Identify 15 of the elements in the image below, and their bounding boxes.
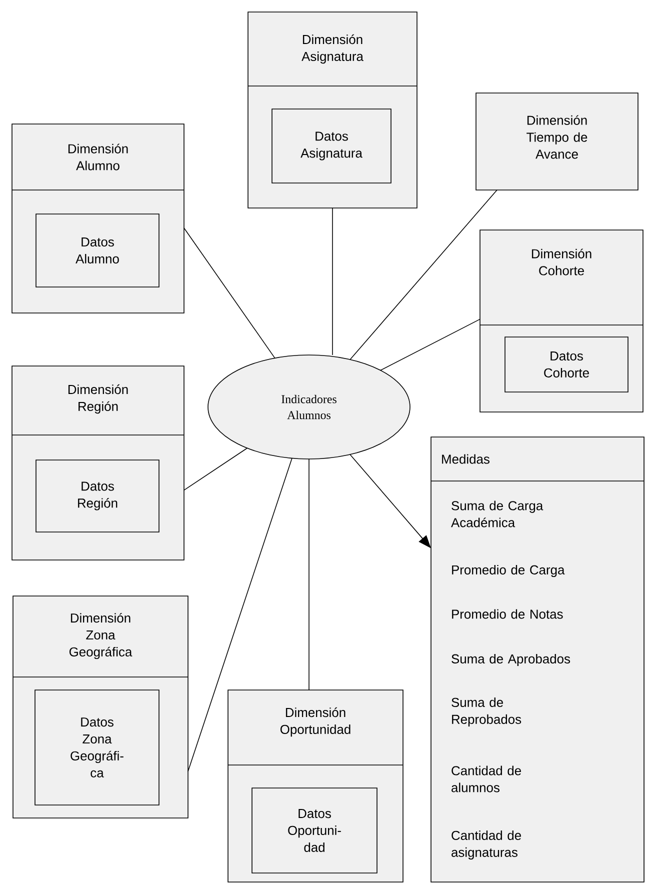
measures-list-box: Medidas Suma de Carga Académica Promedio de Carga Promedio de Notas Suma de Aprobados Suma de Reprobados Cantidad de alumnos Cantidad de asignaturas xyxy=(430,436,644,882)
connector-line xyxy=(308,458,310,690)
data-box: Datos Oportuni-dad xyxy=(252,788,378,874)
dimension-box: Dimensión Tiempo de Avance xyxy=(476,92,638,190)
connector-line xyxy=(188,458,292,772)
connector-line xyxy=(332,208,333,356)
data-box: Datos Cohorte xyxy=(504,336,628,392)
data-box: Datos Asignatura xyxy=(272,108,392,184)
connector-line xyxy=(184,448,248,491)
connector-line xyxy=(350,190,498,360)
data-box: Datos Región xyxy=(36,460,160,532)
data-box: Datos Alumno xyxy=(36,214,160,288)
data-box: Datos Zona Geográfi-ca xyxy=(34,690,160,806)
connector-line xyxy=(380,318,480,371)
connector-line xyxy=(184,228,276,358)
